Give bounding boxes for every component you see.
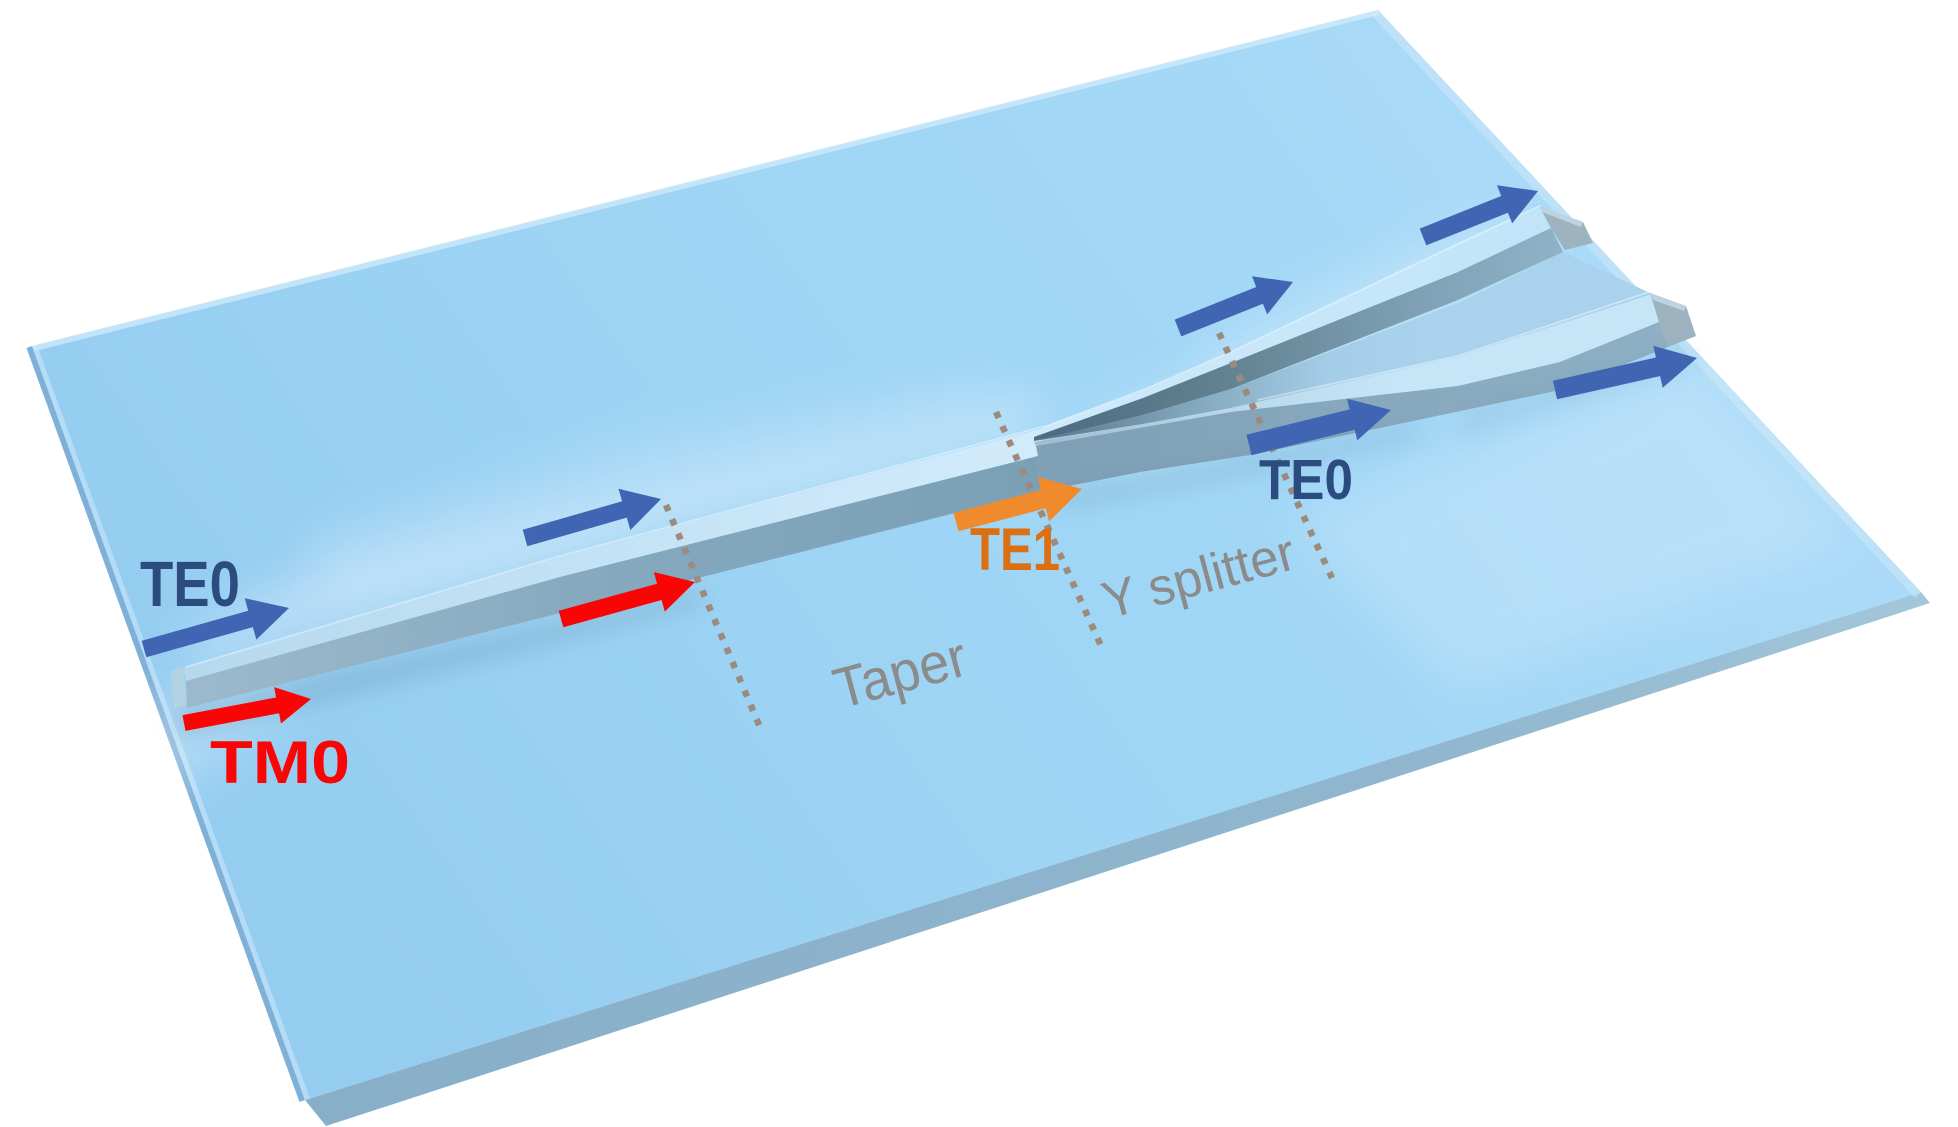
svg-text:TE0: TE0 (140, 548, 240, 620)
svg-text:TM0: TM0 (210, 729, 350, 796)
svg-text:TE0: TE0 (1259, 448, 1353, 512)
svg-text:TE1: TE1 (970, 516, 1060, 583)
